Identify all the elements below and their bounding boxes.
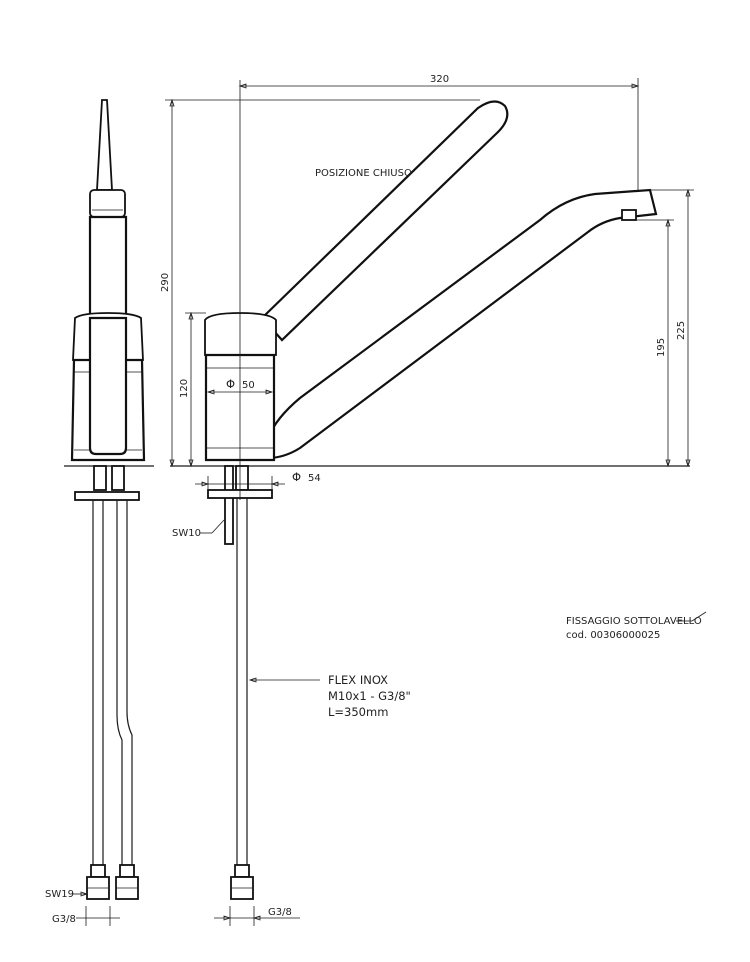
- side-fixing-plate: [74, 491, 140, 501]
- dim-diameter-50: 50: [242, 380, 255, 391]
- dim-225: 225: [676, 321, 687, 340]
- dim-195: 195: [656, 338, 667, 357]
- dim-290: 290: [160, 273, 171, 292]
- dim-diameter-symbol-50: Φ: [226, 377, 235, 391]
- labels: POSIZIONE CHIUSO SW10 FLEX INOX M10x1 - …: [45, 168, 707, 926]
- label-flex-line1: FLEX INOX: [328, 673, 388, 687]
- label-g38-left: G3/8: [52, 914, 76, 925]
- label-flex-line2: M10x1 - G3/8": [328, 689, 411, 703]
- label-g38-right: G3/8: [268, 907, 292, 918]
- side-lever-cap: [89, 189, 126, 218]
- dim-120: 120: [179, 379, 190, 398]
- front-aerator: [621, 209, 637, 221]
- label-fixing-line2: cod. 00306000025: [566, 630, 660, 641]
- side-flex-hose-right: [116, 500, 133, 865]
- dimensions: 320 290 120 195 225 Φ 50 Φ 54: [160, 74, 694, 490]
- label-closed-position: POSIZIONE CHIUSO: [315, 168, 412, 179]
- front-view: [170, 100, 690, 900]
- front-flex-hose: [236, 498, 248, 865]
- label-fixing-line1: FISSAGGIO SOTTOLAVELLO: [566, 616, 702, 627]
- side-flex-hose-left: [92, 500, 104, 865]
- front-threaded-rod-sw10: [224, 465, 234, 545]
- front-lever-handle: [260, 100, 509, 342]
- side-view: [64, 99, 154, 900]
- label-flex-line3: L=350mm: [328, 705, 388, 719]
- label-sw19: SW19: [45, 889, 74, 900]
- dim-diameter-54: 54: [308, 473, 321, 484]
- front-spout: [266, 188, 658, 460]
- side-lever-handle: [96, 99, 113, 191]
- dim-320: 320: [430, 74, 449, 85]
- dim-diameter-symbol-54: Φ: [292, 470, 301, 484]
- front-cartridge-head: [204, 312, 277, 356]
- label-sw10: SW10: [172, 528, 201, 539]
